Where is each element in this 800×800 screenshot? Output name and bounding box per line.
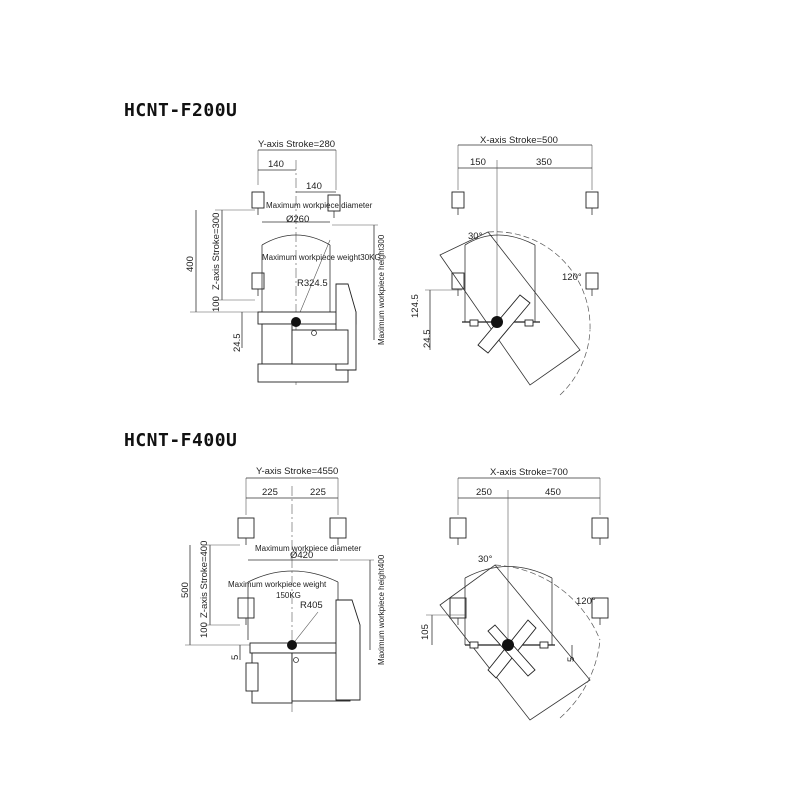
f200u-diameter-value: Ø260 — [286, 214, 309, 225]
f200u-y-right-dim: 140 — [306, 181, 322, 192]
f200u-spindle-upper-left — [251, 191, 265, 215]
f400u-x-right-dim: 450 — [545, 487, 561, 498]
f200u-offset-upper: 124.5 — [410, 294, 421, 318]
f400u-max-diameter-label: Maximum workpiece diameter — [255, 544, 362, 553]
f400u-radius: R405 — [300, 600, 323, 611]
f200u-spindle-lower — [251, 272, 265, 296]
f400u-side-view: Y-axis Stroke=4550 225 225 Maximum workp… — [180, 466, 386, 712]
f200u-y-stroke-label: Y-axis Stroke=280 — [258, 139, 335, 150]
f400u-diameter-value: Ø420 — [290, 550, 313, 561]
f200u-max-weight-label: Maximum workpiece weight30KG — [262, 253, 381, 262]
f400u-tilt-left: 30° — [478, 554, 493, 565]
f200u-x-left-dim: 150 — [470, 157, 486, 168]
f200u-radius: R324.5 — [297, 278, 328, 289]
f400u-height-total: 500 — [180, 582, 191, 598]
f200u-height-total: 400 — [185, 256, 196, 272]
f400u-front-spindle-ll — [449, 597, 467, 625]
f200u-side-view: Y-axis Stroke=280 140 140 Maximum workpi… — [185, 139, 386, 385]
f200u-workpiece-envelope — [261, 234, 331, 312]
f400u-rotary-table — [245, 599, 361, 704]
f200u-front-spindle-ur — [585, 191, 599, 215]
f200u-tilt-left: 30° — [468, 231, 483, 242]
f400u-offset: 5 — [230, 655, 241, 660]
f200u-offset: 24.5 — [232, 334, 243, 353]
f200u-x-stroke-label: X-axis Stroke=500 — [480, 135, 558, 146]
f400u-max-height-label: Maximum workpiece height400 — [377, 554, 386, 665]
f400u-spindle-upper-right — [329, 517, 347, 545]
f200u-tilt-right: 120° — [562, 272, 582, 283]
f400u-front-spindle-ul — [449, 517, 467, 545]
f200u-max-diameter-label: Maximum workpiece diameter — [266, 201, 373, 210]
f200u-front-spindle-lr — [585, 272, 599, 296]
f200u-height-lower: 100 — [211, 296, 222, 312]
f400u-offset-lower: 5 — [566, 657, 577, 662]
f200u-offset-lower: 24.5 — [422, 330, 433, 349]
model-title-f400u: HCNT-F400U — [124, 430, 238, 451]
f400u-tilt-right: 120° — [576, 596, 596, 607]
f400u-max-weight-label-1: Maximum workpiece weight — [228, 580, 327, 589]
f200u-max-height-label: Maximum workpiece height300 — [377, 234, 386, 345]
f400u-x-stroke-label: X-axis Stroke=700 — [490, 467, 568, 478]
f200u-front-spindle-ul — [451, 191, 465, 215]
f400u-spindle-lower — [237, 597, 255, 625]
f400u-max-weight-label-2: 150KG — [276, 591, 301, 600]
model-title-f200u: HCNT-F200U — [124, 100, 238, 121]
f400u-y-stroke-label: Y-axis Stroke=4550 — [256, 466, 338, 477]
f200u-z-stroke-label: Z-axis Stroke=300 — [211, 213, 222, 290]
f400u-front-view: X-axis Stroke=700 250 450 30° 120° — [420, 467, 609, 721]
f200u-rotary-table — [257, 283, 357, 383]
f200u-x-right-dim: 350 — [536, 157, 552, 168]
f400u-y-left-dim: 225 — [262, 487, 278, 498]
f400u-spindle-upper-left — [237, 517, 255, 545]
f400u-z-stroke-label: Z-axis Stroke=400 — [199, 541, 210, 618]
f200u-spindle-upper-right — [327, 194, 341, 218]
f400u-front-spindle-lr — [591, 597, 609, 625]
f400u-y-right-dim: 225 — [310, 487, 326, 498]
f400u-height-lower: 100 — [199, 622, 210, 638]
f200u-y-left-dim: 140 — [268, 159, 284, 170]
f200u-front-view: X-axis Stroke=500 150 350 30° 120° — [410, 135, 599, 396]
f200u-front-spindle-ll — [451, 272, 465, 296]
f400u-front-spindle-ur — [591, 517, 609, 545]
f400u-offset-upper: 105 — [420, 624, 431, 640]
f400u-x-left-dim: 250 — [476, 487, 492, 498]
